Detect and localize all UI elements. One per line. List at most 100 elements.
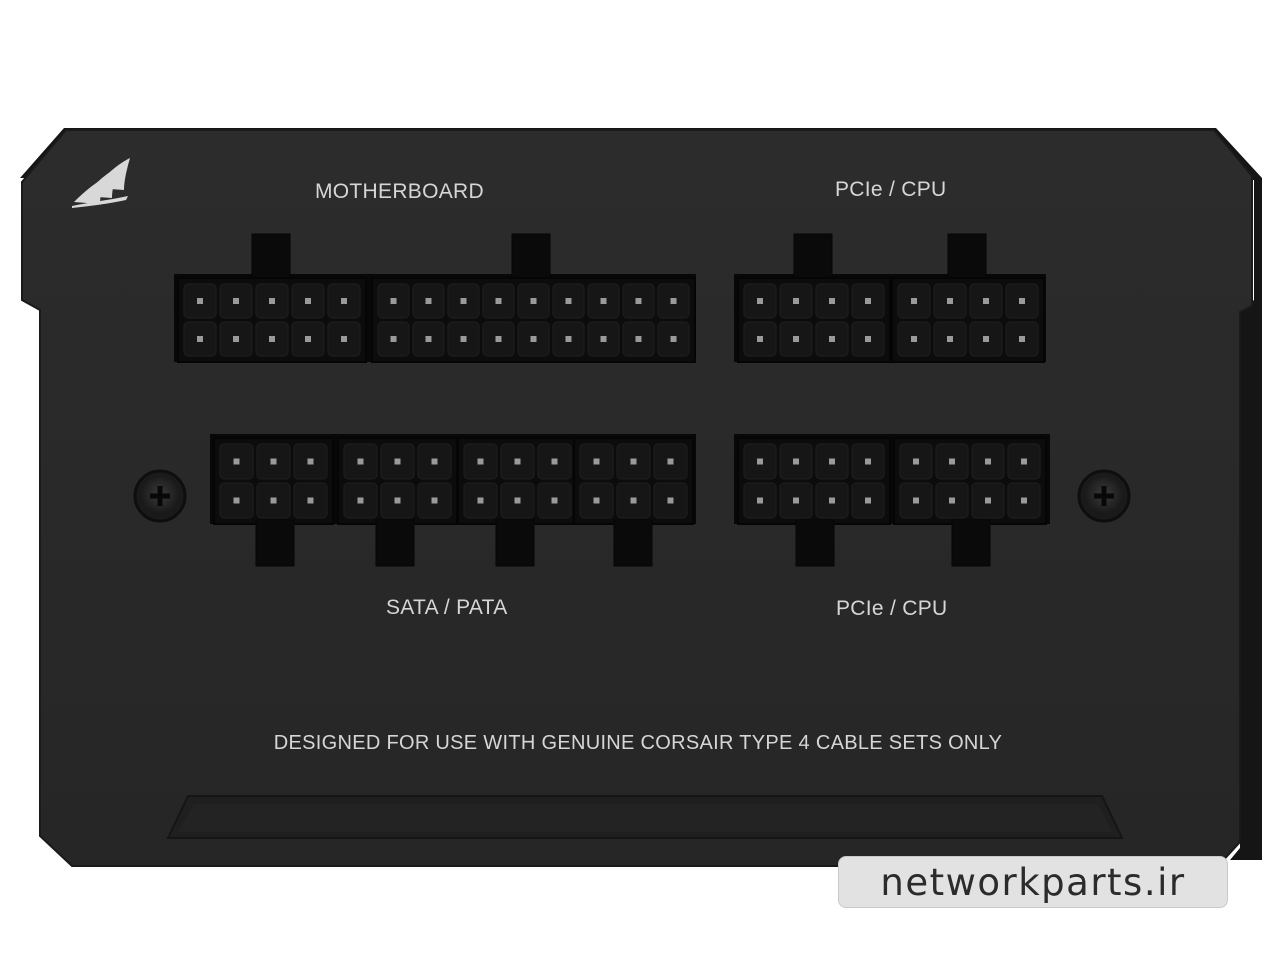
connector-pin <box>911 298 917 304</box>
connector-pin <box>667 458 674 465</box>
connector-pin <box>530 298 537 304</box>
connector-pin <box>530 336 537 342</box>
connector-pin <box>757 497 763 504</box>
connector-pin <box>1019 298 1025 304</box>
connector-pin <box>949 458 955 465</box>
connector-pin <box>233 458 240 465</box>
sata-pata-connectors <box>210 434 696 567</box>
connector-pin <box>431 497 438 504</box>
connector-pin <box>233 497 240 504</box>
motherboard-label: MOTHERBOARD <box>315 180 484 203</box>
connector-pin <box>431 458 438 465</box>
connector-latch <box>951 519 991 567</box>
pcie-cpu-bottom-connectors <box>734 434 1050 567</box>
connector-pin <box>983 298 989 304</box>
connector-pin <box>394 458 401 465</box>
connector-pin <box>630 458 637 465</box>
connector-pin <box>270 458 277 465</box>
connector-pin <box>630 497 637 504</box>
connector-pin <box>495 336 502 342</box>
connector-pin <box>197 336 203 342</box>
connector-pin <box>565 336 572 342</box>
connector-pin <box>757 298 763 304</box>
connector-pin <box>425 336 432 342</box>
connector-pin <box>793 458 799 465</box>
connector-pin <box>757 336 763 342</box>
connector-pin <box>1019 336 1025 342</box>
pcie-cpu-bottom-label: PCIe / CPU <box>836 597 948 620</box>
connector-pin <box>390 298 397 304</box>
connector-pin <box>793 298 799 304</box>
connector-pin <box>269 298 275 304</box>
connector-pin <box>305 298 311 304</box>
connector-pin <box>269 336 275 342</box>
connector-pin <box>460 298 467 304</box>
connector-pin <box>307 497 314 504</box>
watermark-badge: networkparts.ir <box>838 856 1228 908</box>
pcie-cpu-top-connectors <box>734 233 1046 363</box>
connector-pin <box>1021 497 1027 504</box>
connector-pin <box>865 298 871 304</box>
connector-pin <box>985 458 991 465</box>
connector-pin <box>670 336 677 342</box>
pcie-cpu-top-label: PCIe / CPU <box>835 178 947 201</box>
connector-latch <box>495 519 535 567</box>
connector-pin <box>985 497 991 504</box>
connector-pin <box>865 458 871 465</box>
connector-pin <box>829 336 835 342</box>
connector-latch <box>613 519 653 567</box>
connector-pin <box>514 458 521 465</box>
connector-latch <box>793 233 833 279</box>
connector-pin <box>667 497 674 504</box>
connector-pin <box>270 497 277 504</box>
motherboard-connectors <box>174 233 696 363</box>
connector-pin <box>495 298 502 304</box>
connector-pin <box>425 298 432 304</box>
corsair-sails-icon <box>72 158 130 208</box>
connector-pin <box>793 336 799 342</box>
connector-pin <box>593 497 600 504</box>
connector-pin <box>305 336 311 342</box>
connector-pin <box>551 458 558 465</box>
connector-pin <box>394 497 401 504</box>
connector-latch <box>947 233 987 279</box>
connector-pin <box>949 497 955 504</box>
connector-pin <box>357 458 364 465</box>
connector-latch <box>795 519 835 567</box>
connector-pin <box>635 336 642 342</box>
connector-pin <box>357 497 364 504</box>
connector-pin <box>911 336 917 342</box>
connector-pin <box>460 336 467 342</box>
connector-latch <box>255 519 295 567</box>
connector-pin <box>865 497 871 504</box>
connector-pin <box>197 298 203 304</box>
connector-pin <box>551 497 558 504</box>
connector-latch <box>375 519 415 567</box>
connector-pin <box>233 298 239 304</box>
cable-notice-text: DESIGNED FOR USE WITH GENUINE CORSAIR TY… <box>273 732 1003 754</box>
connector-pin <box>829 298 835 304</box>
connector-pin <box>477 458 484 465</box>
connector-pin <box>913 458 919 465</box>
connector-pin <box>341 298 347 304</box>
right-screw-icon <box>1077 469 1131 523</box>
left-screw-icon <box>133 469 187 523</box>
connector-pin <box>1021 458 1027 465</box>
connector-latch <box>251 233 291 279</box>
connector-pin <box>947 298 953 304</box>
connector-pin <box>829 497 835 504</box>
connector-pin <box>477 497 484 504</box>
connector-pin <box>233 336 239 342</box>
sata-pata-label: SATA / PATA <box>386 596 508 619</box>
connector-pin <box>865 336 871 342</box>
connector-pin <box>757 458 763 465</box>
connector-pin <box>600 298 607 304</box>
connector-pin <box>829 458 835 465</box>
connector-pin <box>565 298 572 304</box>
connector-pin <box>635 298 642 304</box>
connector-pin <box>983 336 989 342</box>
connector-pin <box>341 336 347 342</box>
connector-pin <box>390 336 397 342</box>
connector-pin <box>600 336 607 342</box>
